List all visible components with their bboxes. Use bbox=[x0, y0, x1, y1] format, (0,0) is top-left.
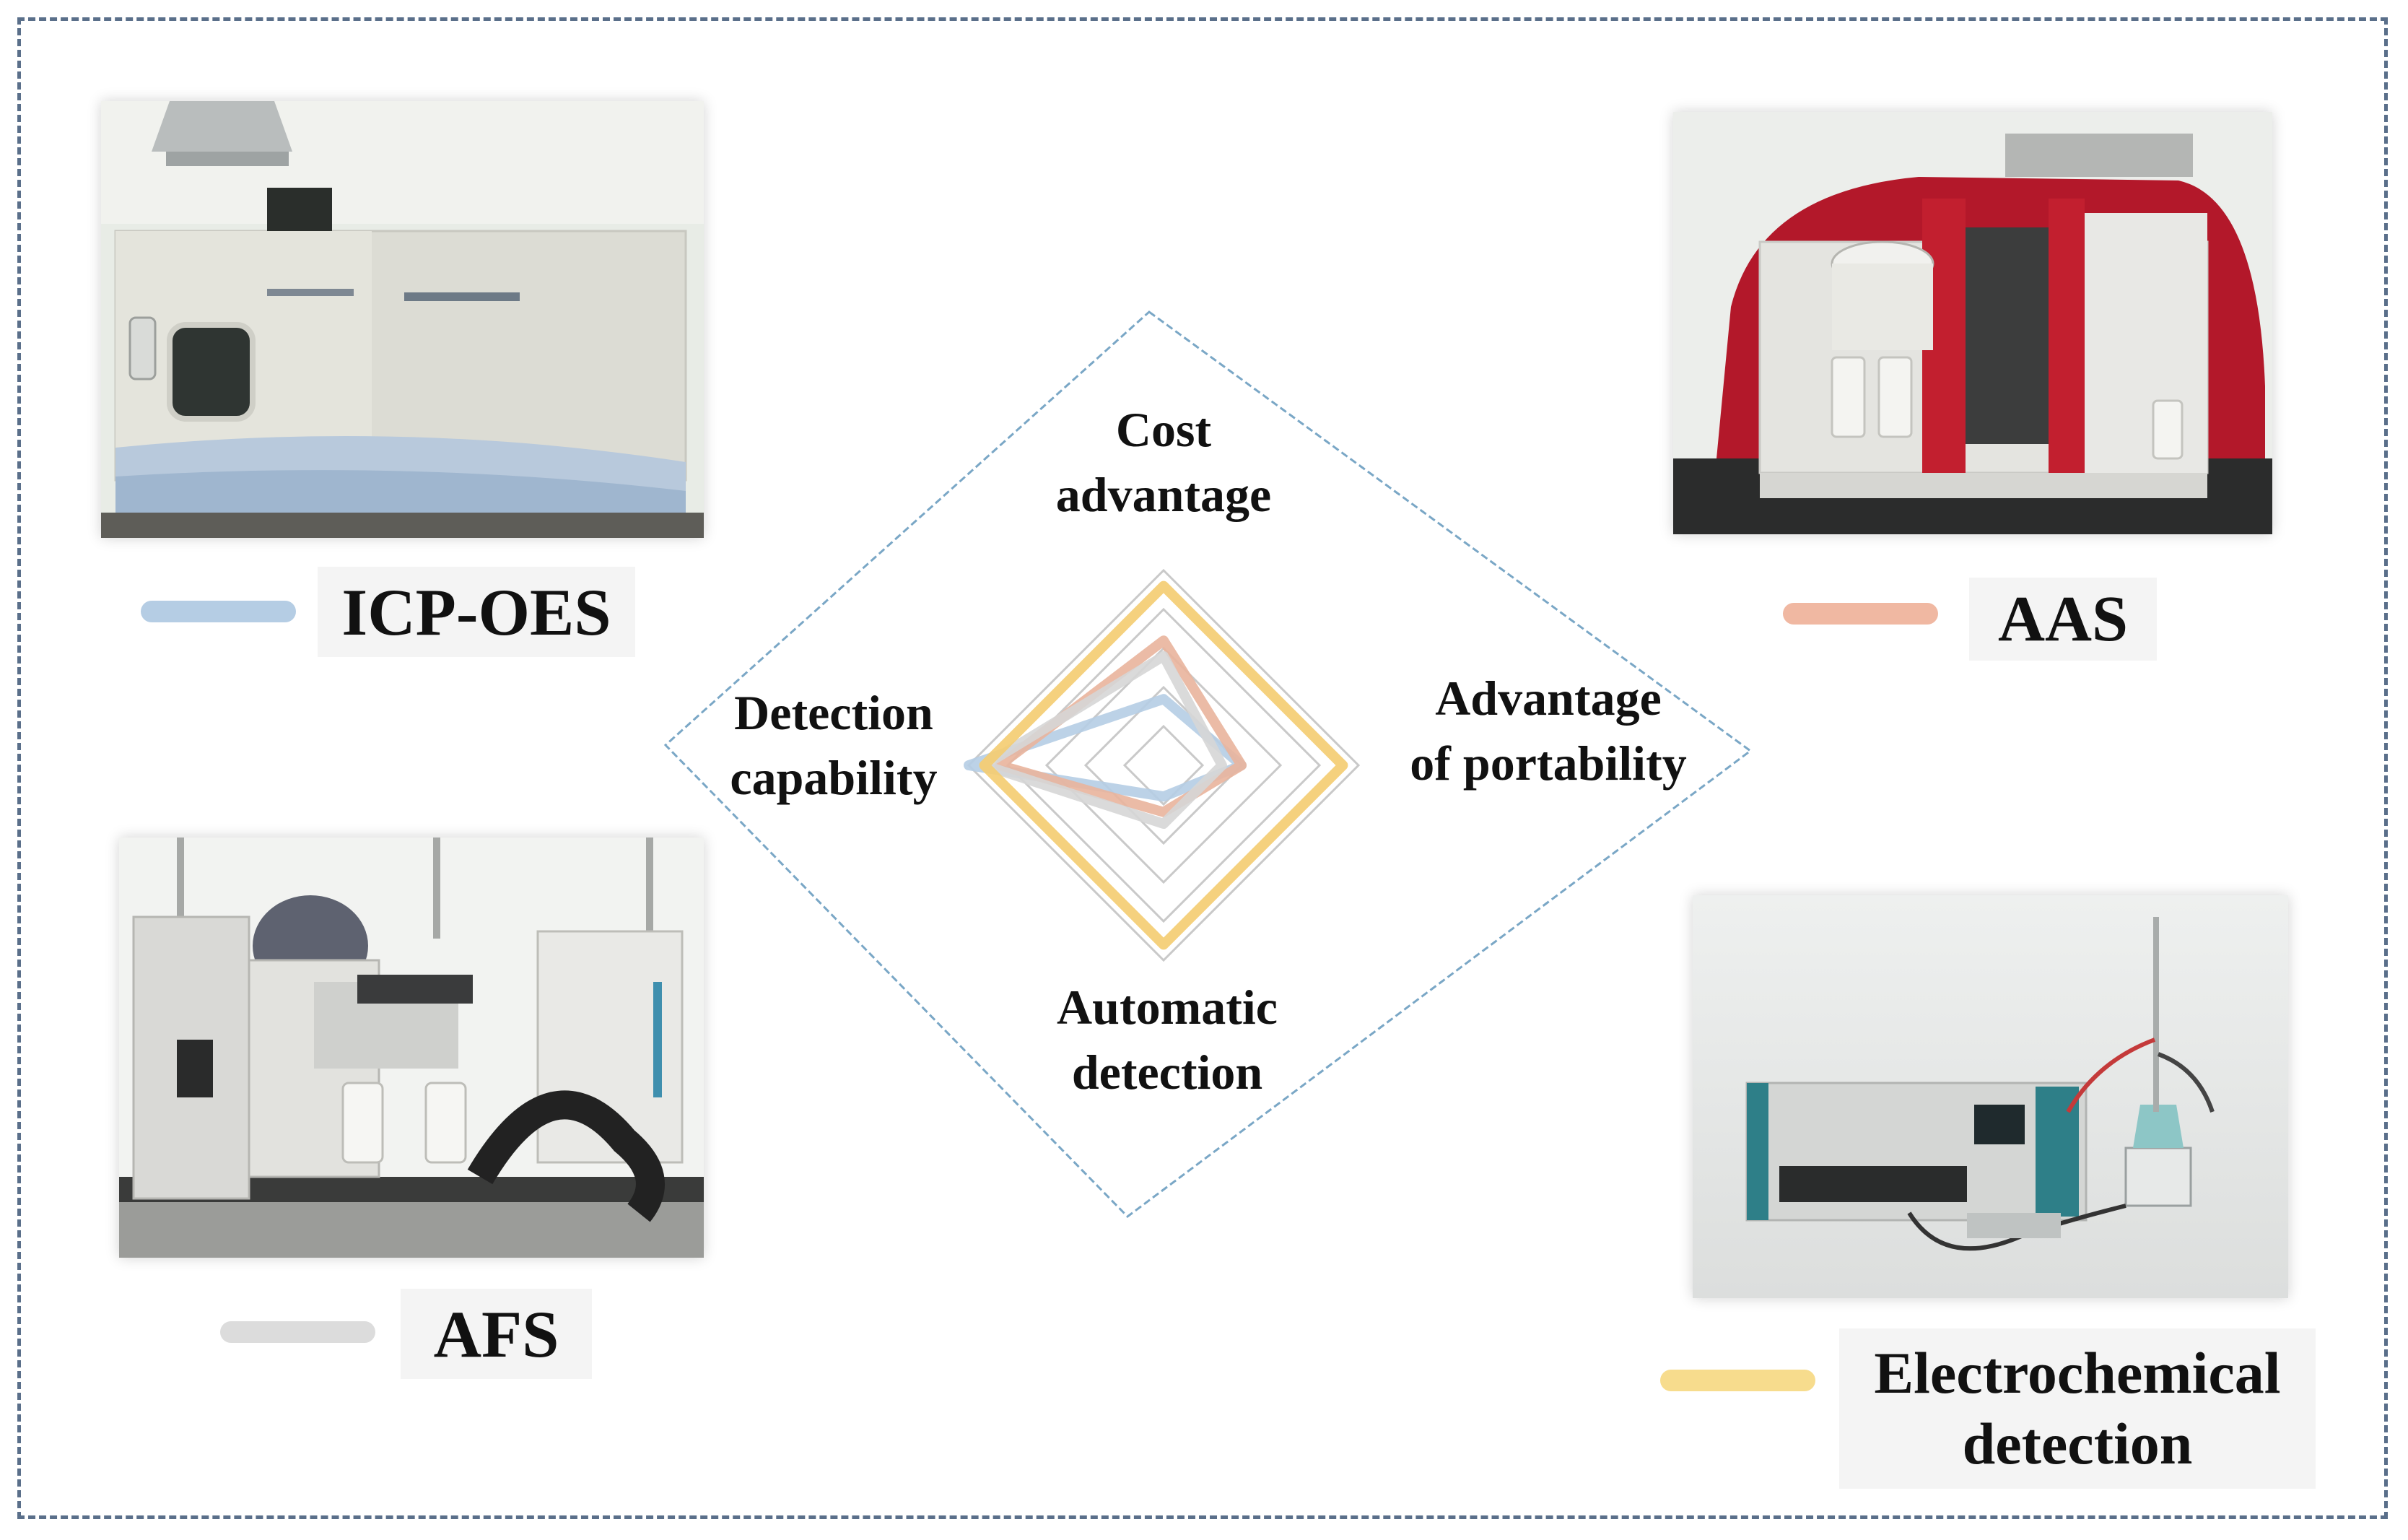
afs-label-text: AFS bbox=[433, 1297, 559, 1371]
afs-photo bbox=[119, 838, 704, 1258]
icp-oes-label: ICP-OES bbox=[318, 567, 635, 657]
electrochemical-legend-swatch bbox=[1660, 1370, 1815, 1391]
electrochemical-label-line1: Electrochemical bbox=[1874, 1339, 2281, 1406]
afs-label: AFS bbox=[401, 1289, 592, 1379]
electrochemical-label-line2: detection bbox=[1962, 1411, 2193, 1476]
aas-label: AAS bbox=[1969, 578, 2157, 661]
aas-photo bbox=[1673, 112, 2272, 534]
aas-legend-swatch bbox=[1783, 603, 1938, 625]
icp-oes-label-text: ICP-OES bbox=[341, 575, 611, 649]
aas-label-text: AAS bbox=[1997, 583, 2129, 655]
electrochemical-photo bbox=[1693, 895, 2288, 1298]
icp-oes-photo bbox=[101, 101, 704, 538]
figure-frame bbox=[17, 17, 2388, 1519]
electrochemical-label: Electrochemical detection bbox=[1839, 1328, 2316, 1489]
icp-oes-legend-swatch bbox=[141, 601, 296, 622]
afs-legend-swatch bbox=[220, 1321, 375, 1343]
